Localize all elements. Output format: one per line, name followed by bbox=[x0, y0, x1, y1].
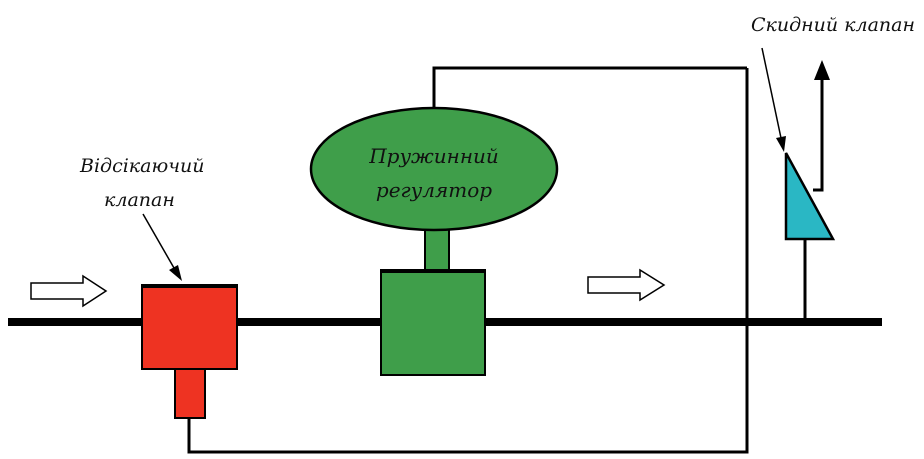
vent-arrow-up-icon bbox=[814, 60, 830, 80]
shutoff-valve-label-line2: клапан bbox=[104, 189, 175, 211]
shutoff-valve-label-line1: Відсікаючий bbox=[79, 155, 205, 177]
regulator-diaphragm bbox=[309, 106, 559, 232]
regulator-stem bbox=[424, 225, 450, 272]
regulator-label-line1: Пружинний bbox=[368, 144, 499, 168]
regulator-body bbox=[380, 269, 486, 376]
relief-vent-line bbox=[813, 78, 824, 192]
relief-valve-pointer bbox=[761, 47, 782, 139]
shutoff-valve-stem bbox=[174, 366, 206, 419]
regulator-label-line2: регулятор bbox=[376, 178, 492, 202]
inlet-flow-arrow-icon bbox=[30, 274, 108, 308]
relief-valve-label: Скидний клапан bbox=[751, 14, 915, 36]
regulator-impulse-line bbox=[432, 66, 747, 109]
relief-valve bbox=[784, 152, 836, 241]
shutoff-impulse-line bbox=[187, 68, 749, 454]
shutoff-valve-pointer bbox=[142, 213, 175, 269]
shutoff-valve-pointer-head bbox=[169, 265, 182, 281]
shutoff-valve-body bbox=[141, 284, 238, 370]
outlet-flow-arrow-icon bbox=[587, 268, 666, 302]
relief-valve-pointer-head bbox=[776, 136, 786, 152]
